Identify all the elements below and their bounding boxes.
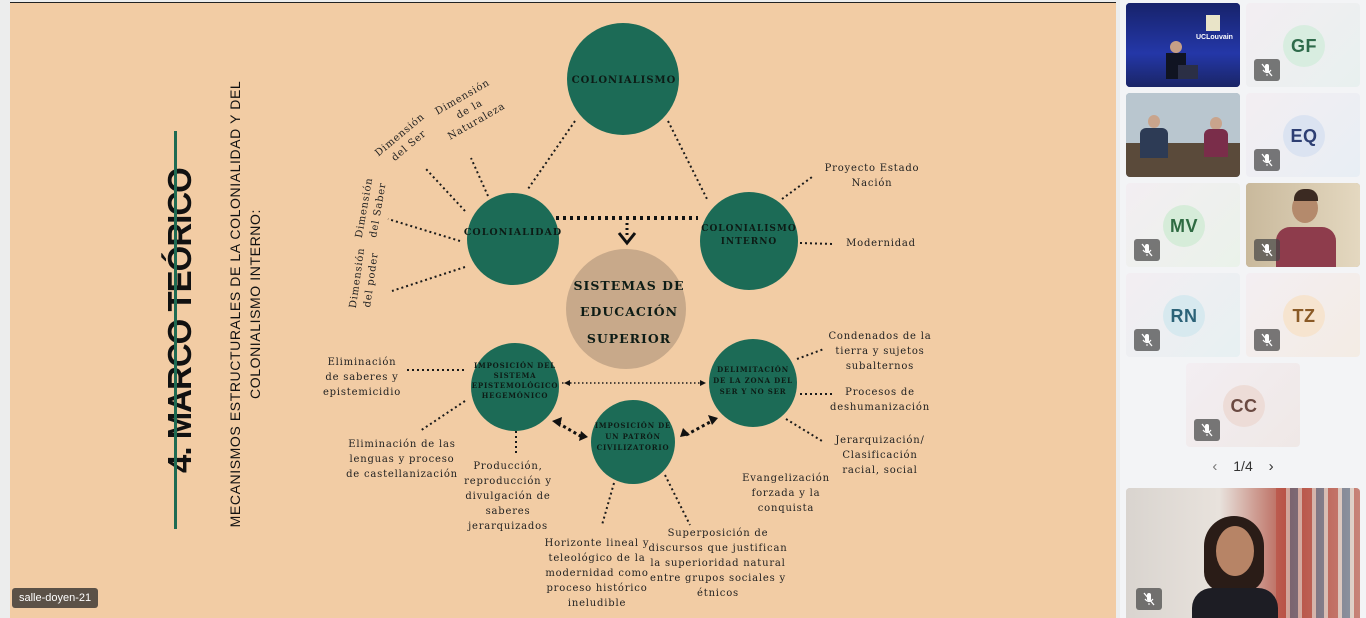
node-colonialidad-label: COLONIALIDAD [464,227,562,238]
muted-mic-icon [1194,419,1220,441]
avatar: CC [1223,385,1265,427]
node-sistemas-educacion [566,249,686,369]
lectern [1178,65,1198,79]
label-jerarquizacion: Jerarquización/ Clasificación racial, so… [835,435,925,476]
video-tile-participant[interactable] [1246,183,1360,267]
arrow-head-icon [680,428,690,437]
avatar: GF [1283,25,1325,67]
node-imposicion-patron-label: IMPOSICIÓN DE UN PATRÓN CIVILIZATORIO [594,421,672,452]
label-condenados: Condenados de la tierra y sujetos subalt… [828,331,932,372]
node-imposicion-sistema [471,343,559,431]
video-tile-panel[interactable] [1126,93,1240,177]
node-imposicion-patron [591,400,675,484]
person-body [1192,588,1278,618]
person-body [1140,128,1168,158]
participant-tile-gf[interactable]: GF [1246,3,1360,87]
connector-lines [387,120,835,526]
node-colonialidad [467,193,559,285]
participant-tile-cc[interactable]: CC [1186,363,1300,447]
participant-tile-eq[interactable]: EQ [1246,93,1360,177]
node-delimitacion [709,339,797,427]
person-body [1204,129,1228,157]
participants-panel: UCLouvain GF EQ MV [1120,0,1366,618]
chevron-left-icon[interactable]: ‹ [1212,458,1218,475]
avatar: EQ [1283,115,1325,157]
person-body [1276,227,1336,267]
arrow-head-icon [708,415,718,425]
muted-mic-icon [1254,149,1280,171]
label-eliminacion-saberes: Eliminación de saberes y epistemicidio [322,357,402,398]
muted-mic-icon [1134,239,1160,261]
muted-mic-icon [1254,59,1280,81]
label-eliminacion-lenguas: Eliminación de las lenguas y proceso de … [346,439,458,480]
arrow-head-icon [579,431,588,441]
arrow-down-icon [617,232,637,246]
self-video-tile[interactable] [1126,488,1360,618]
shared-screen-area: 4. MARCO TEÓRICO MECANISMOS ESTRUCTURALE… [10,2,1116,618]
avatar: RN [1163,295,1205,337]
node-colonialismo-interno [700,192,798,290]
node-interno-label-2: INTERNO [721,237,778,247]
title-accent-bar [174,131,177,529]
participant-tile-rn[interactable]: RN [1126,273,1240,357]
avatar: MV [1163,205,1205,247]
label-proyecto: Proyecto Estado Nación [824,163,920,189]
muted-mic-icon [1254,329,1280,351]
label-superposicion: Superposición de discursos que justifica… [648,528,788,599]
node-sistemas-label-1: SISTEMAS DE [573,278,684,293]
node-delimitacion-label: DELIMITACIÓN DE LA ZONA DEL SER Y NO SER [713,365,793,396]
participant-tile-tz[interactable]: TZ [1246,273,1360,357]
node-sistemas-label-2: EDUCACIÓN [580,303,678,319]
page-indicator: 1/4 [1233,458,1253,474]
node-interno-label-1: COLONIALISMO [701,224,796,234]
label-procesos: Procesos de deshumanización [830,387,930,413]
node-imposicion-sistema-label: IMPOSICIÓN DEL SISTEMA EPISTEMOLÓGICO HE… [471,361,559,400]
arrow-head-icon [552,417,562,427]
chevron-right-icon[interactable]: › [1268,458,1274,475]
node-sistemas-label-3: SUPERIOR [587,331,671,346]
muted-mic-icon [1134,329,1160,351]
participant-tile-mv[interactable]: MV [1126,183,1240,267]
node-colonialismo [567,23,679,135]
person-head [1216,526,1254,576]
person-head [1210,117,1222,130]
avatar: TZ [1283,295,1325,337]
video-logo-text: UCLouvain [1196,34,1233,41]
label-evangelizacion: Evangelización forzada y la conquista [742,473,830,514]
concept-diagram: COLONIALISMO COLONIALIDAD COLONIALISMO I… [387,23,835,526]
logo-icon [1206,15,1220,31]
muted-mic-icon [1254,239,1280,261]
person-head [1148,115,1160,128]
label-modernidad: Modernidad [846,238,916,249]
label-horizonte: Horizonte lineal y teleológico de la mod… [544,538,650,609]
presentation-slide: 4. MARCO TEÓRICO MECANISMOS ESTRUCTURALE… [10,2,1116,618]
node-colonialismo-label: COLONIALISMO [572,75,677,86]
muted-mic-icon [1136,588,1162,610]
person-head [1170,41,1182,53]
presenter-name-tag: salle-doyen-21 [12,588,99,608]
label-produccion: Producción, reproducción y divulgación d… [464,461,552,532]
video-tile-presenter[interactable]: UCLouvain [1126,3,1240,87]
gallery-pager: ‹ 1/4 › [1120,458,1366,475]
